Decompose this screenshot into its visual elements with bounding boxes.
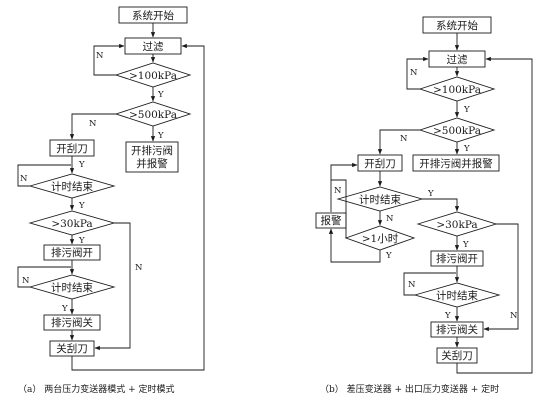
a-label-n: N [96, 51, 104, 61]
a-decision-100-text: >100kPa [129, 70, 177, 82]
a-label-y: Y [61, 304, 68, 314]
b-drain-alarm-text: 开排污阀并报警 [419, 157, 493, 170]
b-decision-500-text: >500kPa [433, 125, 481, 137]
b-label-y: Y [427, 189, 434, 199]
a-connectors [17, 23, 205, 371]
a-label-y: Y [78, 236, 85, 246]
a-label-n: N [89, 119, 97, 129]
b-label-y: Y [463, 144, 470, 154]
a-close-scraper-text: 关刮刀 [56, 342, 88, 355]
a-close-drain-text: 排污阀关 [51, 316, 93, 329]
b-decision-500 [418, 117, 496, 143]
b-close-scraper-text: 关刮刀 [441, 349, 473, 362]
a-drain-alarm-line1: 开排污阀 [131, 144, 173, 157]
a-filter-text: 过滤 [143, 40, 164, 53]
a-timer-1-decision [28, 173, 116, 199]
b-decision-30-text: >30kPa [436, 219, 477, 231]
b-label-y: Y [462, 240, 469, 250]
b-label-y: Y [463, 105, 470, 115]
b-alarm-text: 报警 [321, 214, 342, 227]
b-label-n: N [334, 186, 342, 196]
a-label-n: N [22, 276, 30, 286]
a-label-n: N [20, 174, 28, 184]
b-timer-2-decision [413, 282, 501, 308]
a-label-y: Y [78, 201, 85, 211]
a-decision-100 [114, 62, 192, 88]
b-label-y: Y [444, 311, 451, 321]
a-caption: （a） 两台压力变送器模式 + 定时模式 [18, 383, 175, 395]
b-decision-100 [418, 76, 496, 102]
b-timer-1-text: 计时结束 [359, 193, 401, 206]
b-open-drain-text: 排污阀开 [436, 252, 478, 265]
b-label-n: N [410, 68, 418, 78]
b-filter-text: 过滤 [447, 53, 468, 66]
b-connectors [328, 33, 533, 374]
b-open-scraper-text: 开刮刀 [364, 157, 396, 170]
a-decision-500 [114, 101, 192, 127]
a-timer-1-text: 计时结束 [51, 180, 93, 193]
a-label-y: Y [157, 90, 164, 100]
b-drain-alarm-box [412, 154, 500, 172]
b-decision-1h-text: >1小时 [362, 233, 399, 245]
b-timer-2-text: 计时结束 [436, 289, 478, 302]
b-decision-100-text: >100kPa [433, 84, 481, 96]
diagram-a: 系统开始 过滤 >100kPa >500kPa 开刮刀 开排污阀 并报警 计时结… [17, 6, 205, 395]
b-label-n: N [510, 311, 518, 321]
a-open-drain-text: 排污阀开 [51, 246, 93, 259]
diagram-b: 系统开始 过滤 >100kPa >500kPa 开刮刀 开排污阀并报警 计时结束… [315, 16, 533, 395]
b-label-y: Y [385, 251, 392, 261]
b-label-n: N [408, 280, 416, 290]
b-close-drain-text: 排污阀关 [436, 323, 478, 336]
a-open-scraper-text: 开刮刀 [56, 142, 88, 155]
b-caption: （b） 差压变送器 + 出口压力变送器 + 定时 [320, 383, 499, 395]
a-label-n: N [135, 263, 143, 273]
a-timer-2-text: 计时结束 [51, 281, 93, 294]
a-label-y: Y [157, 131, 164, 141]
a-decision-30-text: >30kPa [51, 218, 92, 230]
a-start-text: 系统开始 [132, 9, 174, 22]
b-start-text: 系统开始 [436, 19, 478, 32]
b-decision-1h [344, 225, 416, 251]
a-timer-2-decision [28, 274, 116, 300]
a-drain-alarm-line2: 并报警 [136, 157, 168, 170]
a-drain-alarm-box [125, 141, 179, 173]
a-label-y: Y [78, 160, 85, 170]
b-label-n: N [400, 134, 408, 144]
b-label-n: N [386, 214, 394, 224]
a-decision-500-text: >500kPa [129, 109, 177, 121]
